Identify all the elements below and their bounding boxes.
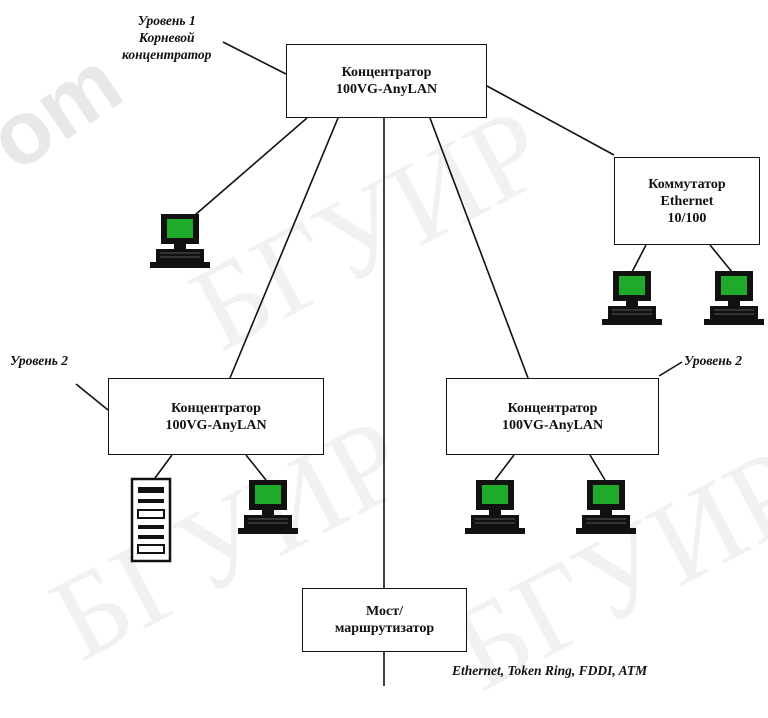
networks-caption: Ethernet, Token Ring, FDDI, ATM <box>452 663 648 678</box>
bridge-router: Мост/ маршрутизатор <box>302 588 467 652</box>
network-diagram <box>75 41 765 686</box>
link-lefthub-server <box>154 454 173 479</box>
computer-icon <box>149 213 211 269</box>
switch-line1: Коммутатор <box>648 176 726 192</box>
pointer-level2-right <box>658 361 683 377</box>
root-hub-line2: 100VG-AnyLAN <box>335 82 438 97</box>
server-tower-icon <box>130 477 172 563</box>
root-hub-line1: Концентратор <box>341 65 432 80</box>
computer-icon <box>601 270 663 326</box>
right-hub-line2: 100VG-AnyLAN <box>501 417 604 433</box>
link-root-right-hub <box>429 117 529 379</box>
computer-icon <box>237 479 299 535</box>
level1-caption-line3: концентратор <box>122 47 212 62</box>
level2-caption-left: Уровень 2 <box>10 353 69 368</box>
switch-line2: Ethernet <box>660 193 714 209</box>
level2-hub-right: Концентратор 100VG-AnyLAN <box>446 378 659 455</box>
computer-icon <box>703 270 765 326</box>
root-hub: Концентратор 100VG-AnyLAN <box>286 44 487 118</box>
bridge-line1: Мост/ <box>365 604 403 619</box>
link-righthub-pc2 <box>589 454 606 481</box>
level2-caption-right: Уровень 2 <box>684 353 743 368</box>
pointer-level1 <box>222 41 287 75</box>
left-hub-line1: Концентратор <box>171 400 261 416</box>
link-root-switch <box>486 85 615 156</box>
link-root-pc <box>194 117 308 216</box>
switch-line3: 10/100 <box>667 210 707 226</box>
right-hub-line1: Концентратор <box>507 400 598 416</box>
bridge-line2: маршрутизатор <box>334 621 435 636</box>
level1-caption-line1: Уровень 1 <box>137 13 196 28</box>
level1-caption-line2: Корневой <box>138 30 195 45</box>
computer-icon <box>575 479 637 535</box>
link-lefthub-pc <box>245 454 267 481</box>
level1-caption: Уровень 1 Корневой концентратор <box>122 12 211 63</box>
link-switch-pc1 <box>631 244 647 273</box>
ethernet-switch: Коммутатор Ethernet 10/100 <box>614 157 760 245</box>
link-righthub-pc1 <box>494 454 515 481</box>
left-hub-line2: 100VG-AnyLAN <box>165 417 267 433</box>
link-switch-pc2 <box>709 244 733 273</box>
computer-icon <box>464 479 526 535</box>
level2-hub-left: Концентратор 100VG-AnyLAN <box>108 378 324 455</box>
pointer-level2-left <box>75 383 109 411</box>
link-root-left-hub <box>229 117 339 379</box>
